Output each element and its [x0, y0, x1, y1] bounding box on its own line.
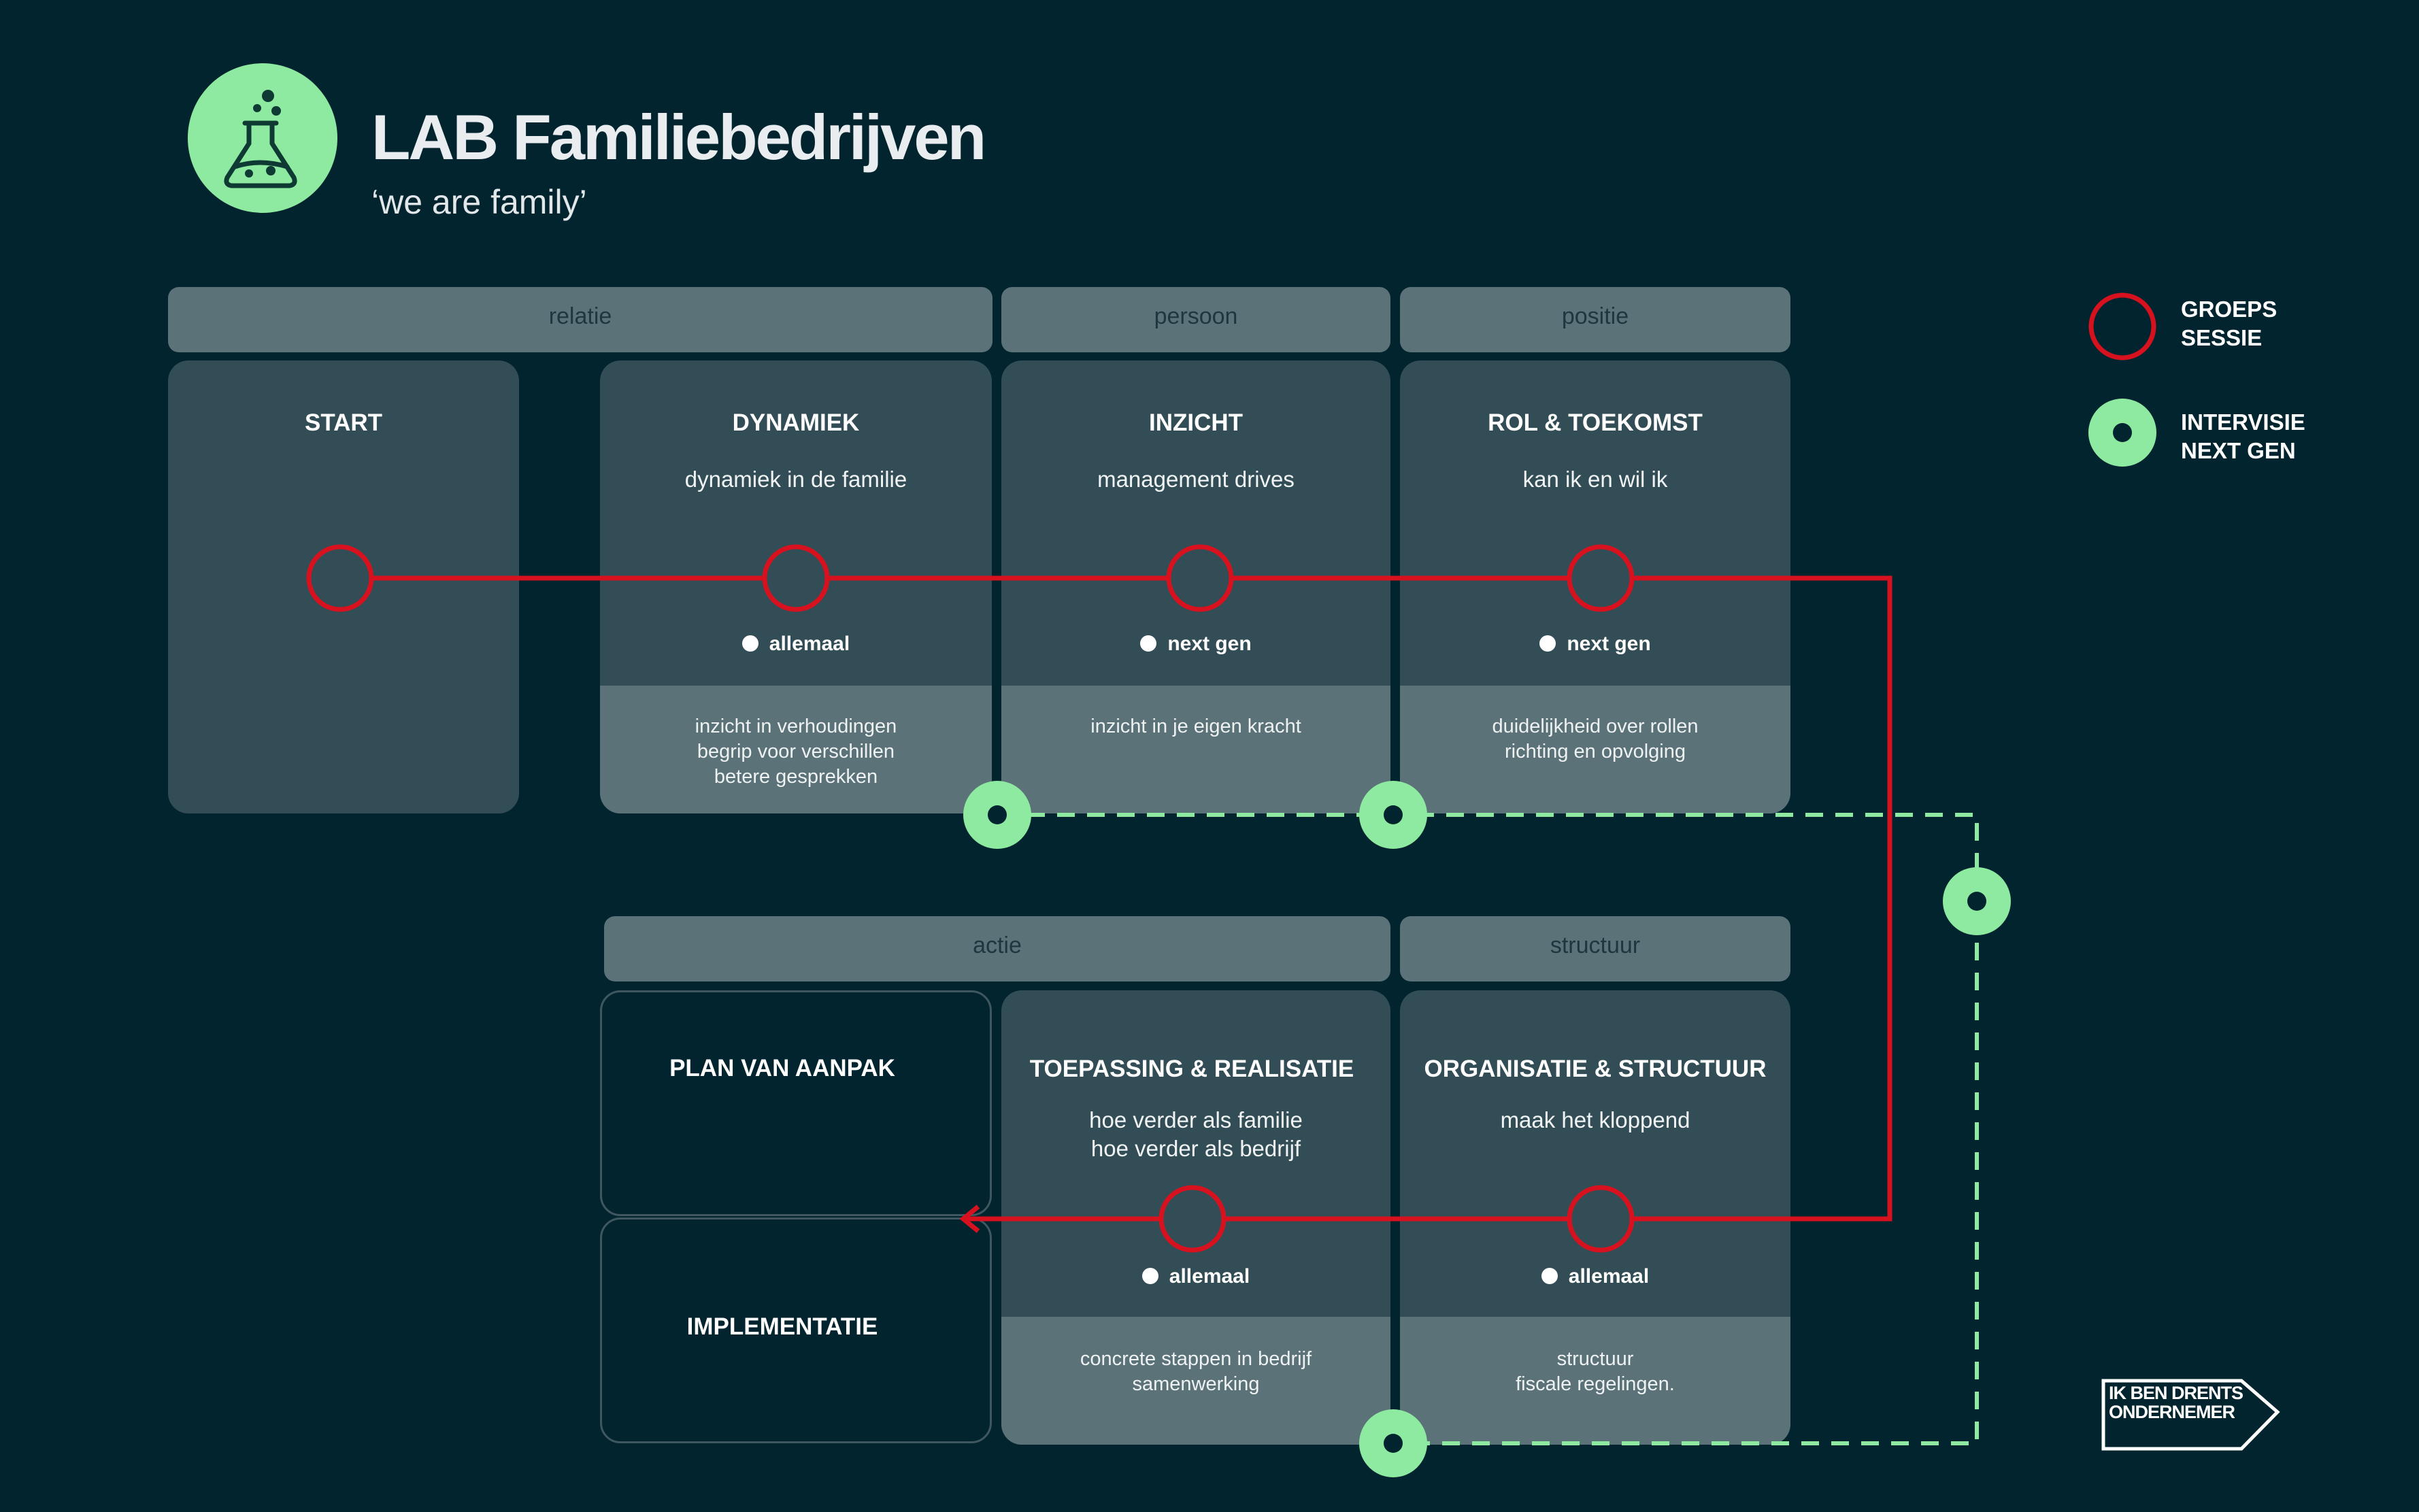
outcome-line: betere gesprekken — [714, 766, 878, 788]
card-subtitle: maak het kloppend — [1500, 1107, 1690, 1132]
column-header-actie: actie — [604, 916, 1390, 981]
card-title: ROL & TOEKOMST — [1488, 409, 1703, 436]
card-outcomes: inzicht in verhoudingen begrip voor vers… — [600, 686, 992, 813]
legend-text: INTERVISIE — [2181, 409, 2305, 435]
legend-text: NEXT GEN — [2181, 438, 2296, 463]
column-header-label: structuur — [1550, 933, 1641, 958]
audience-text: next gen — [1167, 633, 1252, 655]
intervisie-node-2 — [1359, 781, 1427, 849]
intervisie-path — [997, 813, 1979, 1445]
card-outcomes: duidelijkheid over rollen richting en op… — [1400, 686, 1790, 813]
card-outcomes: structuur fiscale regelingen. — [1400, 1317, 1790, 1445]
intervisie-node-1 — [963, 781, 1031, 849]
legend-intervisie-icon — [2088, 399, 2156, 467]
column-header-label: persoon — [1154, 303, 1238, 329]
dot-icon — [1541, 1268, 1558, 1284]
card-subtitle: hoe verder als bedrijf — [1090, 1136, 1301, 1161]
outcome-line: concrete stappen in bedrijf — [1080, 1348, 1312, 1370]
card-plan-van-aanpak: PLAN VAN AANPAK — [600, 990, 992, 1216]
outcome-line: begrip voor verschillen — [697, 741, 895, 762]
card-title: IMPLEMENTATIE — [686, 1313, 878, 1340]
session-node-dynamiek — [762, 544, 830, 612]
dot-icon — [1539, 635, 1556, 652]
card-title: INZICHT — [1148, 409, 1244, 436]
groepssessie-path — [340, 575, 1892, 1222]
dot-icon — [1141, 1268, 1158, 1284]
intervisie-node-3 — [1943, 867, 2011, 935]
session-node-start — [306, 544, 374, 612]
audience-label: next gen — [1001, 633, 1390, 656]
page-subtitle: ‘we are family’ — [371, 183, 587, 221]
session-node-rol — [1567, 544, 1635, 612]
audience-text: next gen — [1567, 633, 1651, 655]
card-title: TOEPASSING & REALISATIE — [1029, 1056, 1354, 1082]
legend-text: SESSIE — [2181, 325, 2263, 350]
audience-text: allemaal — [1568, 1265, 1650, 1288]
column-header-structuur: structuur — [1400, 916, 1790, 981]
legend-groep: GROEPS SESSIE — [2181, 295, 2277, 352]
card-subtitle: management drives — [1097, 467, 1295, 492]
column-header-label: actie — [973, 933, 1022, 958]
card-implementatie: IMPLEMENTATIE — [600, 1217, 992, 1443]
brand-text: IK BEN DRENTS — [2109, 1383, 2243, 1403]
outcome-line: duidelijkheid over rollen — [1492, 716, 1699, 737]
card-subtitle: kan ik en wil ik — [1522, 467, 1668, 492]
legend-intervisie: INTERVISIE NEXT GEN — [2181, 408, 2305, 465]
outcome-line: inzicht in verhoudingen — [695, 716, 897, 737]
outcome-line: richting en opvolging — [1504, 741, 1686, 762]
audience-label: allemaal — [600, 633, 992, 656]
outcome-line: fiscale regelingen. — [1516, 1373, 1675, 1395]
card-outcomes: concrete stappen in bedrijf samenwerking — [1001, 1317, 1390, 1445]
card-title: DYNAMIEK — [732, 409, 860, 436]
card-title: PLAN VAN AANPAK — [669, 1055, 895, 1081]
audience-label: next gen — [1400, 633, 1790, 656]
card-subtitle: hoe verder als familie — [1089, 1107, 1303, 1132]
session-node-toepassing — [1158, 1185, 1227, 1253]
card-title: START — [304, 409, 383, 436]
column-header-positie: positie — [1400, 287, 1790, 352]
column-header-persoon: persoon — [1001, 287, 1390, 352]
arrow-left-icon — [959, 1205, 980, 1233]
audience-label: allemaal — [1400, 1265, 1790, 1288]
session-node-inzicht — [1166, 544, 1234, 612]
card-subtitle: dynamiek in de familie — [684, 467, 907, 492]
legend-groep-icon — [2088, 292, 2156, 360]
column-header-relatie: relatie — [168, 287, 992, 352]
brand-logo: IK BEN DRENTS ONDERNEMER — [2109, 1383, 2243, 1422]
brand-text: ONDERNEMER — [2109, 1402, 2235, 1422]
page-title: LAB Familiebedrijven — [371, 101, 986, 173]
card-outcomes: inzicht in je eigen kracht — [1001, 686, 1390, 813]
session-node-organisatie — [1567, 1185, 1635, 1253]
outcome-line: structuur — [1556, 1348, 1634, 1370]
legend-text: GROEPS — [2181, 297, 2278, 322]
audience-label: allemaal — [1001, 1265, 1390, 1288]
outcome-line: samenwerking — [1132, 1373, 1260, 1395]
dot-icon — [741, 635, 758, 652]
column-header-label: relatie — [548, 303, 612, 329]
intervisie-node-4 — [1359, 1409, 1427, 1477]
audience-text: allemaal — [1169, 1265, 1250, 1288]
dot-icon — [1140, 635, 1157, 652]
audience-text: allemaal — [769, 633, 850, 655]
flask-icon — [188, 63, 337, 213]
brand-arrow-icon — [2101, 1379, 2280, 1451]
outcome-line: inzicht in je eigen kracht — [1090, 716, 1301, 737]
column-header-label: positie — [1561, 303, 1629, 329]
card-title: ORGANISATIE & STRUCTUUR — [1424, 1056, 1767, 1082]
card-dynamiek: DYNAMIEK dynamiek in de familie allemaal… — [600, 360, 992, 813]
